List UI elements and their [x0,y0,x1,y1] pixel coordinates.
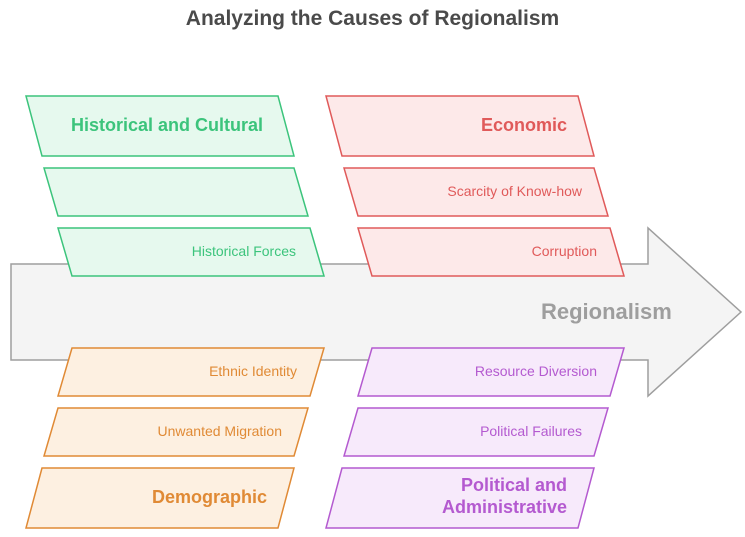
demographic-cause-box-1 [57,347,325,397]
demographic-cause-2: Unwanted Migration [157,423,282,439]
economic-cause-2: Corruption [531,243,597,259]
political-cause-2: Political Failures [480,423,582,439]
political-cause-box-2 [343,407,609,457]
political-header-box [325,467,595,529]
political-cause-1: Resource Diversion [474,363,597,379]
political-header-line-2: Administrative [441,496,567,517]
demographic-header-box [25,467,295,529]
demographic-group [25,347,325,529]
political-administrative-group [325,347,625,529]
demographic-cause-1: Ethnic Identity [209,363,297,379]
economic-cause-box-2 [357,227,625,277]
historical-cultural-header: Historical and Cultural [70,115,264,135]
historical-cultural-cause-box-1 [43,167,309,217]
historical-cultural-cause-2: Historical Forces [191,243,296,259]
economic-group [325,95,625,277]
effect-label: Regionalism [541,299,672,324]
demographic-header: Demographic [151,487,267,507]
historical-cultural-cause-box-2 [57,227,325,277]
demographic-cause-box-2 [43,407,309,457]
economic-header: Economic [480,115,567,135]
economic-header-box [325,95,595,157]
political-cause-box-1 [357,347,625,397]
historical-cultural-header-box [25,95,295,157]
political-header-line-1: Political and [460,475,567,495]
political-header: Political and Administrative [340,475,567,518]
economic-cause-1: Scarcity of Know-how [447,183,582,199]
diagram-title: Analyzing the Causes of Regionalism [185,7,560,30]
economic-cause-box-1 [343,167,609,217]
historical-cultural-group [25,95,325,277]
